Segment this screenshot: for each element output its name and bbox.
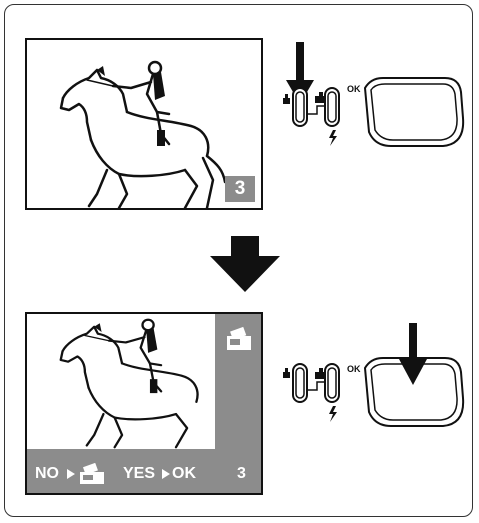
camera-mode-icon bbox=[315, 92, 324, 103]
delete-prompt: NO YES OK 3 bbox=[27, 461, 261, 487]
camera-mode-icon bbox=[283, 94, 290, 104]
camera-mode-icon bbox=[79, 463, 105, 485]
camera-mode-icon bbox=[225, 326, 253, 352]
triangle-pointer-icon bbox=[162, 469, 170, 479]
transition-arrow-icon bbox=[210, 236, 280, 292]
photo-thumbnail bbox=[27, 314, 215, 449]
ok-label: OK bbox=[347, 364, 361, 374]
camera-mode-icon bbox=[315, 368, 324, 379]
camera-buttons-step2: OK bbox=[283, 350, 468, 440]
horse-rider-illustration bbox=[57, 318, 215, 449]
frame-number-badge: 3 bbox=[225, 176, 255, 202]
prompt-no-label: NO bbox=[35, 461, 59, 487]
triangle-pointer-icon bbox=[67, 469, 75, 479]
flash-icon bbox=[329, 130, 337, 146]
down-arrow-icon bbox=[398, 323, 428, 385]
prompt-ok-label: OK bbox=[172, 461, 196, 487]
ok-label: OK bbox=[347, 84, 361, 94]
prompt-yes-label: YES bbox=[123, 461, 155, 487]
flash-icon bbox=[329, 406, 337, 422]
camera-buttons-step1: OK bbox=[283, 38, 468, 148]
lcd-screen-step2: NO YES OK 3 bbox=[25, 312, 263, 495]
lcd-screen-step1: 3 bbox=[25, 38, 263, 210]
horse-rider-illustration bbox=[57, 60, 227, 210]
frame-number: 3 bbox=[237, 461, 246, 487]
camera-mode-icon bbox=[283, 368, 290, 378]
